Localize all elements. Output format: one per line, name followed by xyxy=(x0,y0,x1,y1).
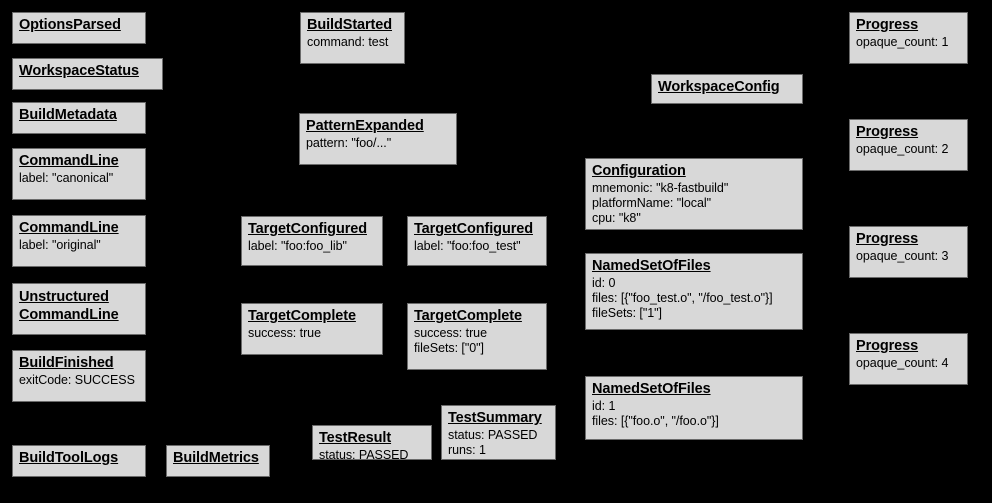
node-field: opaque_count: 1 xyxy=(856,35,949,50)
node-build-metrics[interactable]: BuildMetrics xyxy=(166,445,270,477)
node-progress-4[interactable]: Progress opaque_count: 4 xyxy=(849,333,968,385)
node-field: status: PASSED xyxy=(319,448,409,463)
node-title: CommandLine xyxy=(19,220,119,236)
node-field: files: [{"foo_test.o", "/foo_test.o"}] xyxy=(592,290,773,305)
node-field: mnemonic: "k8-fastbuild" xyxy=(592,181,729,196)
node-title: WorkspaceStatus xyxy=(19,63,139,79)
node-field: exitCode: SUCCESS xyxy=(19,373,135,388)
node-title: BuildMetadata xyxy=(19,107,117,123)
node-target-configured-foo-lib[interactable]: TargetConfigured label: "foo:foo_lib" xyxy=(241,216,383,266)
node-title: BuildToolLogs xyxy=(19,450,119,466)
node-field: fileSets: ["1"] xyxy=(592,305,662,320)
node-field: success: true xyxy=(414,326,487,341)
node-title: OptionsParsed xyxy=(19,17,121,33)
node-title: TargetConfigured xyxy=(248,221,367,237)
node-field: id: 0 xyxy=(592,276,616,291)
node-title: Configuration xyxy=(592,163,686,179)
node-build-metadata[interactable]: BuildMetadata xyxy=(12,102,146,134)
node-progress-1[interactable]: Progress opaque_count: 1 xyxy=(849,12,968,64)
node-title: NamedSetOfFiles xyxy=(592,381,711,397)
node-unstructured-command-line[interactable]: Unstructured CommandLine xyxy=(12,283,146,335)
node-field: opaque_count: 3 xyxy=(856,249,949,264)
node-title: TestResult xyxy=(319,430,392,446)
node-field: id: 1 xyxy=(592,399,616,414)
node-title: TargetConfigured xyxy=(414,221,533,237)
node-options-parsed[interactable]: OptionsParsed xyxy=(12,12,146,44)
node-title: TargetComplete xyxy=(248,308,356,324)
node-title: BuildMetrics xyxy=(173,450,259,466)
node-field: opaque_count: 4 xyxy=(856,356,949,371)
node-title: Unstructured CommandLine xyxy=(19,289,119,324)
node-workspace-config[interactable]: WorkspaceConfig xyxy=(651,74,803,104)
node-field: files: [{"foo.o", "/foo.o"}] xyxy=(592,413,719,428)
node-field: runs: 1 xyxy=(448,442,486,457)
node-field: label: "original" xyxy=(19,238,101,253)
node-command-line-original[interactable]: CommandLine label: "original" xyxy=(12,215,146,267)
node-build-started[interactable]: BuildStarted command: test xyxy=(300,12,405,64)
node-progress-2[interactable]: Progress opaque_count: 2 xyxy=(849,119,968,171)
node-title: Progress xyxy=(856,231,919,247)
node-test-result[interactable]: TestResult status: PASSED xyxy=(312,425,432,463)
node-progress-3[interactable]: Progress opaque_count: 3 xyxy=(849,226,968,278)
node-title: Progress xyxy=(856,17,919,33)
node-configuration[interactable]: Configuration mnemonic: "k8-fastbuild"pla… xyxy=(585,158,803,230)
node-title: Progress xyxy=(856,124,919,140)
node-title: PatternExpanded xyxy=(306,118,424,134)
node-title: TargetComplete xyxy=(414,308,522,324)
node-field: label: "foo:foo_lib" xyxy=(248,239,347,254)
node-title: WorkspaceConfig xyxy=(658,79,780,95)
node-command-line-canonical[interactable]: CommandLine label: "canonical" xyxy=(12,148,146,200)
node-field: fileSets: ["0"] xyxy=(414,340,484,355)
node-field: command: test xyxy=(307,35,389,50)
node-workspace-status[interactable]: WorkspaceStatus xyxy=(12,58,163,90)
node-title: CommandLine xyxy=(19,153,119,169)
node-pattern-expanded[interactable]: PatternExpanded pattern: "foo/..." xyxy=(299,113,457,165)
node-field: status: PASSED xyxy=(448,428,538,443)
node-target-complete-lib[interactable]: TargetComplete success: true xyxy=(241,303,383,355)
node-field: pattern: "foo/..." xyxy=(306,136,392,151)
node-field: success: true xyxy=(248,326,321,341)
node-build-finished[interactable]: BuildFinished exitCode: SUCCESS xyxy=(12,350,146,402)
node-title: Progress xyxy=(856,338,919,354)
node-title: BuildStarted xyxy=(307,17,393,33)
node-title: TestSummary xyxy=(448,410,542,426)
node-title: BuildFinished xyxy=(19,355,114,371)
node-field: platformName: "local" xyxy=(592,195,711,210)
node-target-configured-foo-test[interactable]: TargetConfigured label: "foo:foo_test" xyxy=(407,216,547,266)
node-build-tool-logs[interactable]: BuildToolLogs xyxy=(12,445,146,477)
node-field: label: "foo:foo_test" xyxy=(414,239,521,254)
node-field: opaque_count: 2 xyxy=(856,142,949,157)
node-title: NamedSetOfFiles xyxy=(592,258,711,274)
node-field: cpu: "k8" xyxy=(592,210,641,225)
node-field: label: "canonical" xyxy=(19,171,114,186)
